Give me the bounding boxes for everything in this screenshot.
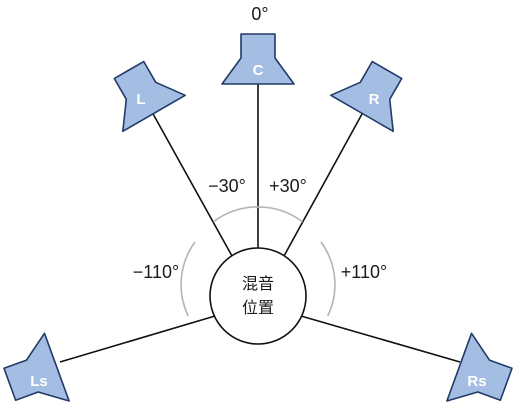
wire-left-surround xyxy=(59,315,216,363)
arc-front xyxy=(213,206,303,223)
angle-label-front-left: −30° xyxy=(208,176,246,196)
listening-position: 混音 位置 xyxy=(209,247,307,345)
speaker-right-icon xyxy=(330,60,403,133)
speaker-center-icon xyxy=(221,33,295,85)
speaker-right-surround-label: Rs xyxy=(467,373,486,390)
speaker-right-label: R xyxy=(369,91,380,108)
arc-right-surround xyxy=(320,241,336,317)
angle-label-front-right: +30° xyxy=(269,176,307,196)
wire-left xyxy=(151,111,233,257)
speaker-center-label: C xyxy=(253,62,264,79)
speaker-right-surround xyxy=(446,332,513,402)
speaker-left-icon xyxy=(113,60,186,133)
angle-arcs xyxy=(180,206,336,317)
wire-right-surround xyxy=(300,315,461,363)
angle-label-center: 0° xyxy=(251,4,268,24)
listening-position-label-line2: 位置 xyxy=(242,298,274,317)
speaker-left-label: L xyxy=(136,91,145,108)
speaker-wires xyxy=(59,84,461,363)
speaker-left-surround-label: Ls xyxy=(30,373,48,390)
speaker-right xyxy=(330,60,403,133)
listening-position-circle xyxy=(209,247,307,345)
angle-label-surround-right: +110° xyxy=(341,262,387,282)
speaker-left-surround-icon xyxy=(3,332,70,402)
speaker-left xyxy=(113,60,186,133)
speaker-left-surround xyxy=(3,332,70,402)
speaker-right-surround-icon xyxy=(446,332,513,402)
speaker-center: C xyxy=(221,33,295,85)
angle-label-surround-left: −110° xyxy=(133,262,179,282)
wire-right xyxy=(283,113,363,257)
listening-position-label-line1: 混音 xyxy=(242,274,274,293)
arc-left-surround xyxy=(180,241,196,317)
